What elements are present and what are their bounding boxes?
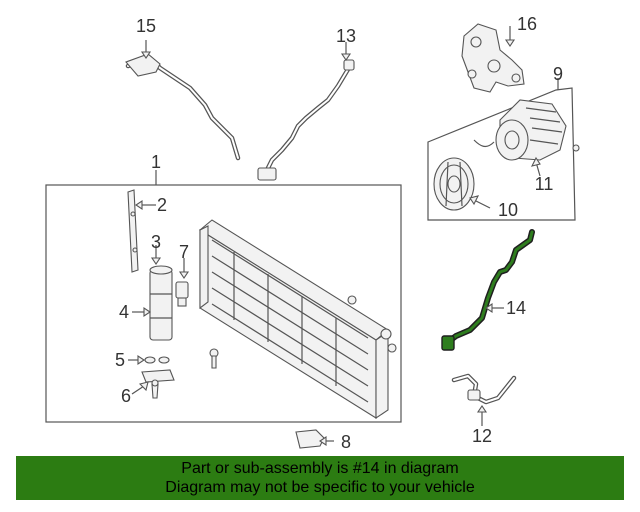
part-12-pipe: [451, 373, 517, 405]
callout-14: 14: [506, 298, 526, 318]
callout-10: 10: [498, 200, 518, 220]
notice-line-1: Part or sub-assembly is #14 in diagram: [181, 460, 459, 477]
callout-1: 1: [151, 152, 161, 172]
callout-15: 15: [136, 16, 156, 36]
callout-2: 2: [157, 195, 167, 215]
part-7-sensor: [175, 281, 189, 307]
diagram-notice-banner: Part or sub-assembly is #14 in diagram D…: [16, 456, 624, 500]
part-1-condenser-box: [45, 184, 402, 423]
callout-12: 12: [472, 426, 492, 446]
callout-6: 6: [121, 386, 131, 406]
callout-11: 11: [535, 174, 554, 194]
condenser-core: [199, 219, 397, 420]
callout-5: 5: [115, 350, 125, 370]
part-13-pipe: [257, 59, 355, 181]
part-2-bracket: [127, 189, 139, 273]
part-16-bracket: [461, 23, 525, 93]
callout-16: 16: [517, 14, 537, 34]
part-5-o-rings: [144, 356, 170, 364]
part-9-compressor-assembly: [427, 87, 580, 221]
callout-13: 13: [336, 26, 356, 46]
callout-7: 7: [179, 242, 189, 262]
callout-8: 8: [341, 432, 351, 452]
leader-lines: [128, 26, 559, 447]
callout-9: 9: [553, 64, 563, 84]
condenser-bolt: [209, 348, 219, 369]
part-3-4-receiver-drier: [149, 265, 173, 341]
part-15-pipe: [125, 53, 241, 161]
notice-line-2: Diagram may not be specific to your vehi…: [165, 479, 475, 496]
callout-4: 4: [119, 302, 129, 322]
part-6-plate-bolt: [141, 369, 175, 399]
parts-diagram: 15 13 16 9 1 2 3 7 4 5 6 11 10 14 12 8: [45, 14, 580, 452]
part-10-clutch-pulley: [433, 157, 475, 211]
part-14-pipe-highlighted: [441, 229, 535, 351]
part-11-compressor: [473, 99, 580, 161]
callout-3: 3: [151, 232, 161, 252]
part-8-bracket: [295, 429, 325, 449]
